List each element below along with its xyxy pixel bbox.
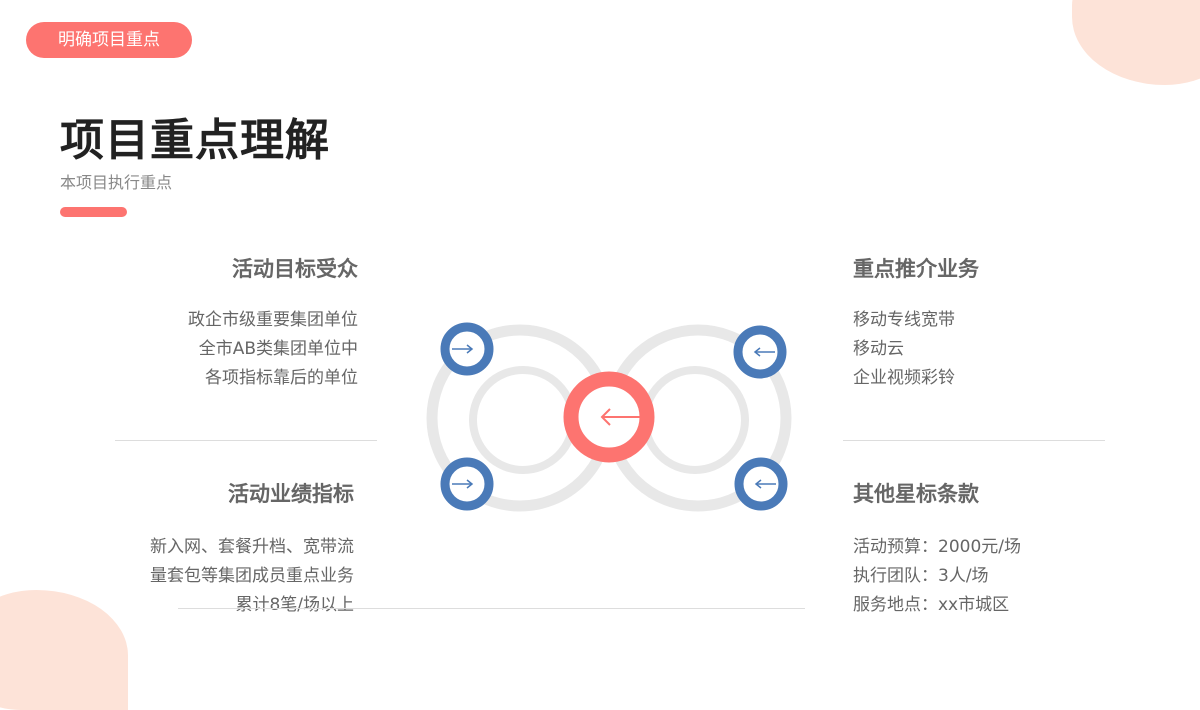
- text-line: 新入网、套餐升档、宽带流: [150, 537, 354, 557]
- ring-right-inner: [641, 366, 749, 474]
- text-line: 全市AB类集团单位中: [198, 339, 358, 359]
- section-text-business: 移动专线宽带 移动云 企业视频彩铃: [853, 306, 955, 393]
- center-node: [563, 371, 655, 463]
- infinity-diagram: [426, 322, 792, 512]
- text-line: 活动预算：2000元/场: [853, 537, 1021, 557]
- arrow-right-icon: [452, 479, 474, 489]
- text-line: 量套包等集团成员重点业务: [150, 566, 354, 586]
- node-top-right: [733, 325, 787, 379]
- text-line: 累计8笔/场以上: [235, 595, 354, 615]
- section-text-metrics: 新入网、套餐升档、宽带流 量套包等集团成员重点业务 累计8笔/场以上: [150, 533, 354, 620]
- section-heading-audience: 活动目标受众: [232, 257, 358, 281]
- node-bottom-left: [440, 457, 494, 511]
- text-line: 企业视频彩铃: [853, 368, 955, 388]
- divider-bottom: [178, 608, 805, 609]
- divider-right: [843, 440, 1105, 441]
- divider-left: [115, 440, 377, 441]
- section-heading-business: 重点推介业务: [853, 257, 979, 281]
- text-line: 移动专线宽带: [853, 310, 955, 330]
- section-text-terms: 活动预算：2000元/场 执行团队：3人/场 服务地点：xx市城区: [853, 533, 1021, 620]
- accent-bar: [60, 207, 127, 217]
- text-line: 政企市级重要集团单位: [188, 310, 358, 330]
- text-line: 执行团队：3人/场: [853, 566, 989, 586]
- ring-left-inner: [469, 366, 577, 474]
- page-title: 项目重点理解: [60, 115, 330, 166]
- text-line: 移动云: [853, 339, 904, 359]
- section-tag: 明确项目重点: [26, 22, 192, 58]
- arrow-right-icon: [452, 344, 474, 354]
- node-top-left: [440, 322, 494, 376]
- section-text-audience: 政企市级重要集团单位 全市AB类集团单位中 各项指标靠后的单位: [188, 306, 358, 393]
- text-line: 各项指标靠后的单位: [205, 368, 358, 388]
- arrow-left-icon: [753, 347, 775, 357]
- arrow-left-icon: [754, 479, 776, 489]
- section-heading-terms: 其他星标条款: [853, 482, 979, 506]
- node-bottom-right: [734, 457, 788, 511]
- section-heading-metrics: 活动业绩指标: [228, 482, 354, 506]
- page-subtitle: 本项目执行重点: [60, 173, 173, 192]
- arrow-left-icon: [600, 408, 640, 426]
- text-line: 服务地点：xx市城区: [853, 595, 1010, 615]
